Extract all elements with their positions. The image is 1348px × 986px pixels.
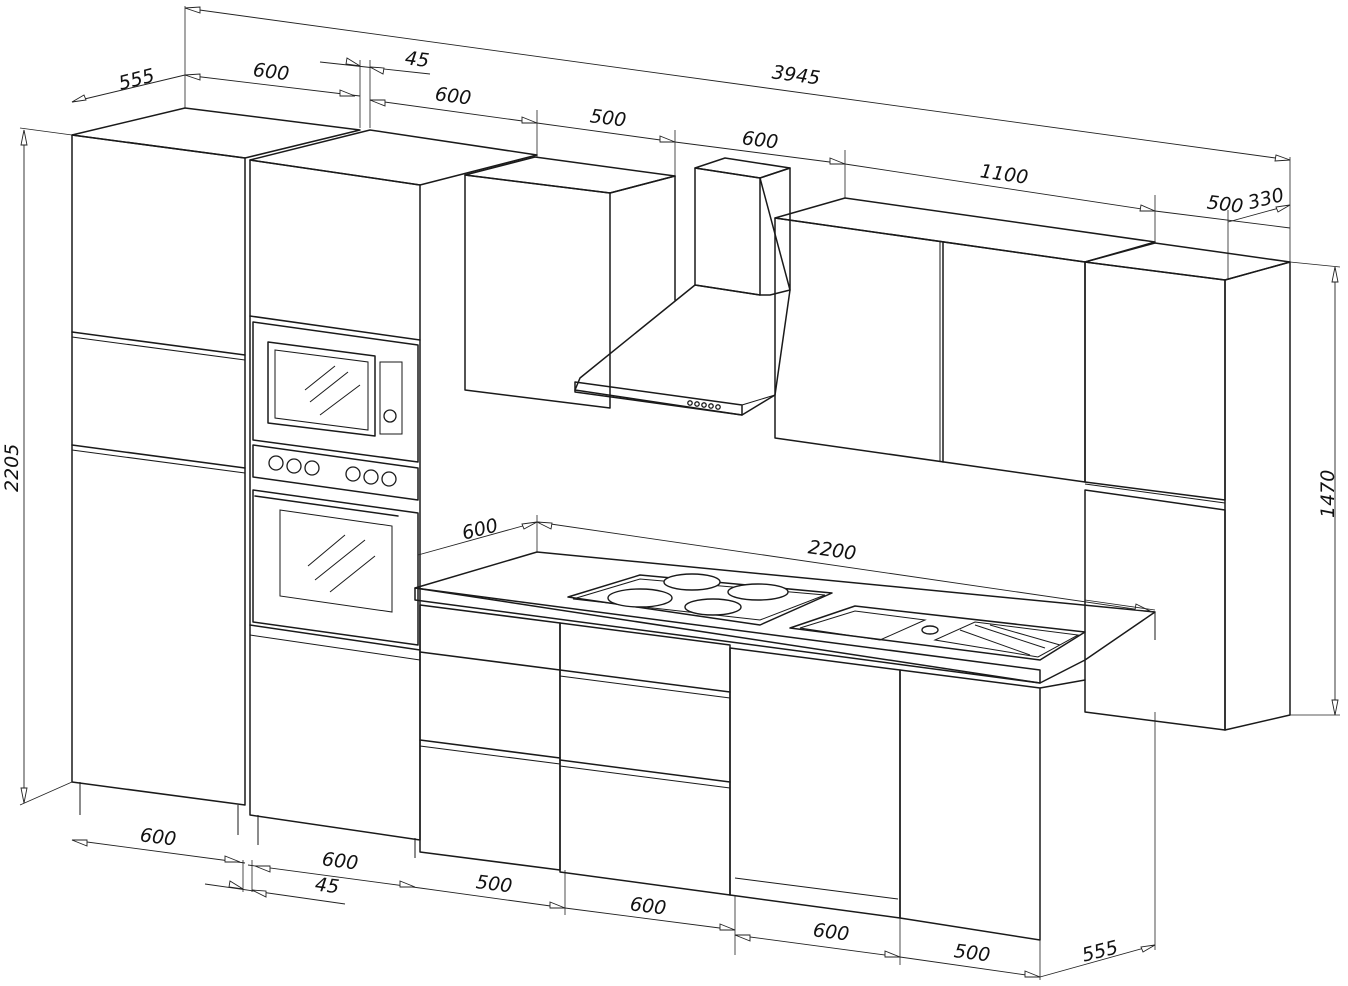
oven-knob-icon [286,458,302,474]
extractor-hood [574,157,791,416]
counter-length-label: 2200 [807,536,858,565]
bottom-tall-width-label: 600 [139,824,178,850]
dimension-labels: 3945 555 600 45 600 500 600 1100 500 330… [1,47,1339,966]
bottom-sink-600-label: 600 [812,919,851,945]
cooktop [567,573,833,626]
bottom-drawer-500-label: 500 [475,871,514,897]
oven-knob-icon [363,469,379,485]
oven-knob-icon [381,471,397,487]
top-wall-double-width-label: 1100 [979,160,1030,189]
bottom-gap-label: 45 [314,873,341,898]
dimension-bottom-row [71,712,1156,980]
top-gap-label: 45 [404,47,431,72]
wall-cabinet-1100 [774,197,1156,483]
dimension-heights [19,127,1341,806]
top-wall-cabinet-width-label: 500 [589,105,628,131]
oven-knob-icon [268,455,284,471]
base-sink-600 [729,647,901,919]
top-tall-depth-label: 555 [116,65,157,95]
microwave [252,321,419,463]
oven [252,489,419,646]
top-hood-width-label: 600 [741,127,780,153]
dimension-top-row [71,57,1291,280]
bottom-door-500-label: 500 [953,940,992,966]
base-drawer-500 [419,604,561,871]
top-right-tall-width-label: 500 [1206,191,1245,217]
bottom-drawer-600-label: 600 [629,893,668,919]
wall-cabinet-500 [464,156,676,409]
dimension-counter [417,515,1156,613]
counter-depth-label: 600 [460,514,501,544]
oven-knob-icon [345,466,361,482]
hood-buttons [687,400,721,410]
bottom-depth-label: 555 [1080,936,1121,966]
burner-icon [727,583,789,601]
burner-icon [607,588,673,608]
oven-knob-icon [304,460,320,476]
left-height-label: 2205 [1,444,23,492]
top-tall-width-label: 600 [252,59,291,85]
oven-control-panel [252,444,419,501]
burner-icon [663,573,721,591]
burner-icon [684,598,742,616]
right-wall-cabinet [1084,242,1291,731]
countertop [414,551,1156,684]
right-height-label: 1470 [1317,470,1339,518]
base-drawer-600 [559,622,731,896]
left-tall-cabinet [71,107,361,835]
dimension-overall [184,6,1291,262]
sink [789,605,1086,661]
bottom-oven-tower-width-label: 600 [321,848,360,874]
top-oven-tower-width-label: 600 [434,83,473,109]
base-door-500 [899,669,1086,941]
overall-width-label: 3945 [771,61,822,89]
